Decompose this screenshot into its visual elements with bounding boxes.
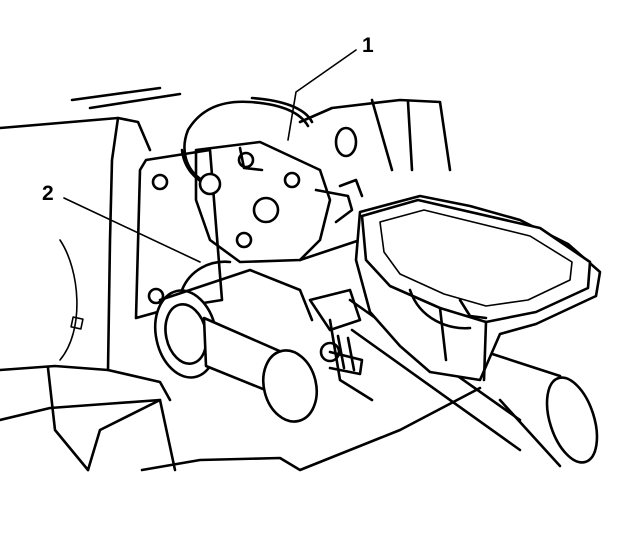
brake-pipe — [180, 96, 314, 196]
pushrod-housing — [153, 260, 318, 423]
callout-2-leader — [63, 197, 201, 263]
fender-structure — [298, 98, 452, 172]
fluid-reservoir — [354, 194, 602, 382]
firewall-panel — [0, 86, 482, 472]
callout-2-label: 2 — [42, 182, 54, 205]
callout-1-leader — [287, 49, 357, 141]
combination-valve — [194, 140, 364, 264]
callout-1-label: 1 — [362, 34, 374, 57]
leader-lines — [63, 49, 357, 263]
